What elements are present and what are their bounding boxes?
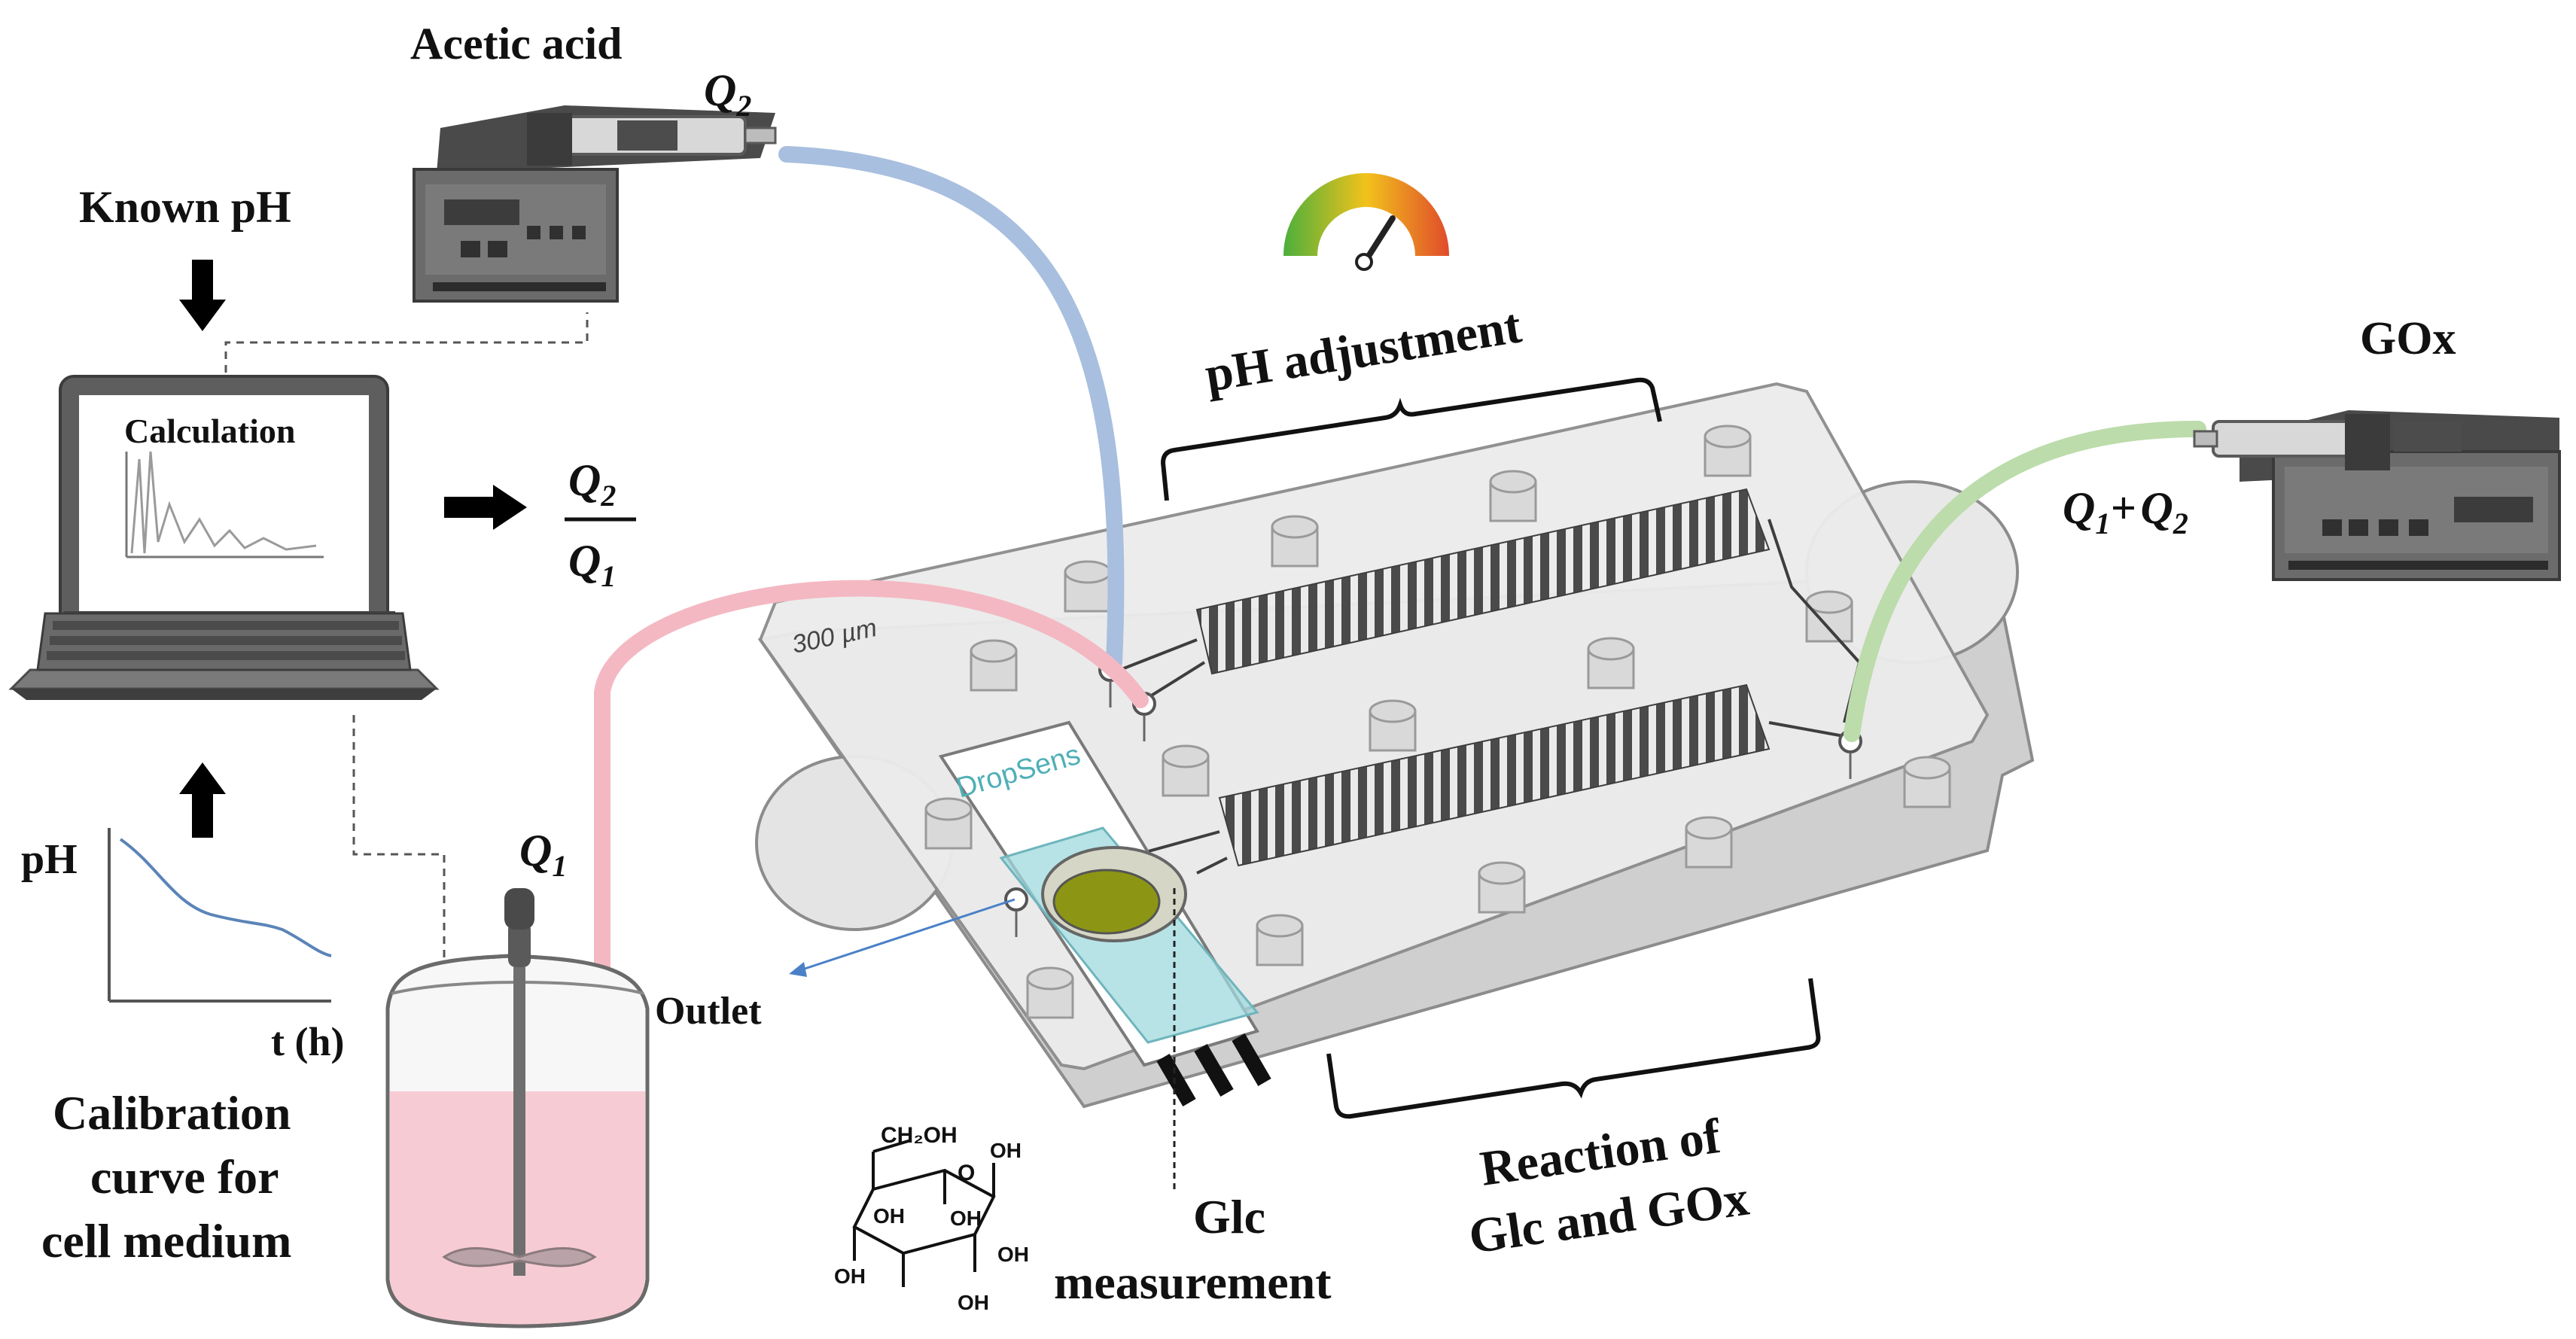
ratio-label: Q2 Q1 <box>565 455 636 593</box>
svg-text:Q1: Q1 <box>519 826 567 883</box>
acetic-acid-label: Acetic acid <box>410 19 623 68</box>
q2-label: Q2 <box>704 65 751 123</box>
known-ph-label: Known pH <box>79 182 291 232</box>
chip-pillars <box>924 425 1951 1019</box>
ph-gauge-icon <box>1283 173 1449 271</box>
plot-ylabel: pH <box>21 836 78 883</box>
outlet-label: Outlet <box>655 990 762 1033</box>
q1-label: Q1 <box>519 826 567 883</box>
ph-calibration-plot <box>108 828 332 1003</box>
up-arrow-icon <box>179 762 226 838</box>
laptop <box>8 375 440 700</box>
screen-printed-electrode: DropSens <box>938 720 1271 1189</box>
dashed-connectors <box>224 312 589 978</box>
glucose-oh-6: OH <box>990 1139 1022 1162</box>
glc-label-line2: measurement <box>1054 1255 1332 1309</box>
glucose-drop <box>1052 869 1161 935</box>
electrode-contacts <box>1156 1033 1271 1107</box>
microfluidic-chip: 300 µm <box>755 382 2035 1109</box>
calculation-label: Calculation <box>124 412 295 450</box>
bioreactor <box>385 888 650 1328</box>
calibration-label-line2: curve for <box>90 1150 279 1204</box>
calibration-label-line3: cell medium <box>41 1214 291 1267</box>
calculation-chart-line <box>130 451 317 554</box>
glucose-oh-2: OH <box>950 1207 982 1230</box>
syringe-pump-acetic-acid <box>413 105 777 303</box>
ph-adjustment-bracket <box>1160 377 1662 501</box>
svg-text:Q1+Q2: Q1+Q2 <box>2063 483 2188 540</box>
glucose-oh-3: OH <box>834 1264 866 1288</box>
down-arrow-icon <box>179 260 226 331</box>
gox-label: GOx <box>2360 313 2456 364</box>
syringe-pump-gox <box>2193 410 2561 581</box>
glucose-oh-5: OH <box>997 1243 1029 1266</box>
glucose-structure <box>852 1139 996 1287</box>
glucose-oh-1: OH <box>873 1204 905 1228</box>
plot-xlabel: t (h) <box>271 1019 344 1064</box>
svg-text:Q2: Q2 <box>568 455 616 513</box>
glucose-ch2oh: CH₂OH <box>881 1123 958 1148</box>
q1-tube <box>594 580 1149 1115</box>
q2-tube <box>778 146 1125 671</box>
ph-adjustment-label: pH adjustment <box>1201 298 1525 402</box>
glc-label-line1: Glc <box>1193 1190 1265 1243</box>
q1-plus-q2-label: Q1+Q2 <box>2063 483 2188 540</box>
reaction-bracket <box>1326 978 1821 1119</box>
ph-adjustment-channels <box>1195 488 1771 675</box>
outlet-arrow <box>789 898 1015 977</box>
calibration-label-line1: Calibration <box>53 1086 291 1140</box>
glucose-ring-o: O <box>958 1161 975 1185</box>
reaction-channels <box>1218 683 1771 867</box>
svg-text:Q1: Q1 <box>568 536 616 593</box>
glucose-oh-4: OH <box>958 1291 989 1314</box>
ph-curve <box>119 838 332 957</box>
right-arrow-icon <box>444 485 527 530</box>
gox-tube <box>1844 421 2206 742</box>
svg-text:Q2: Q2 <box>704 65 751 123</box>
